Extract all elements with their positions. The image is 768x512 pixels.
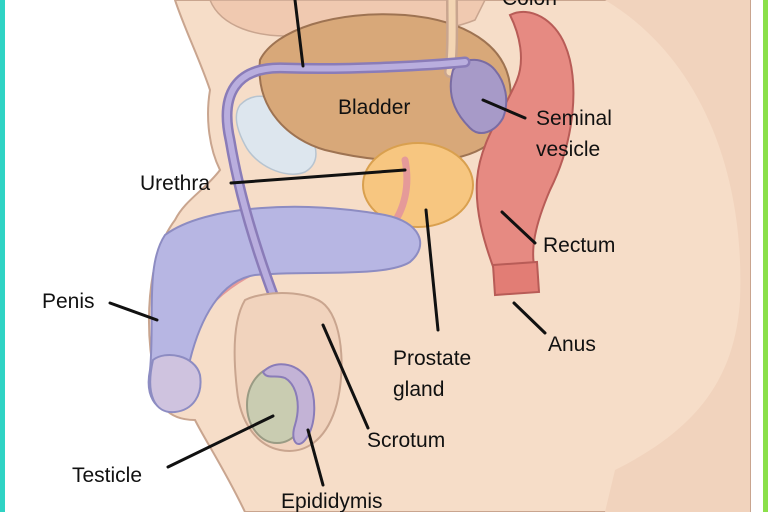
leader-testicle bbox=[166, 414, 275, 469]
label-bladder: Bladder bbox=[338, 96, 410, 119]
buttock-region bbox=[605, 0, 750, 512]
glans bbox=[149, 354, 202, 414]
leader-anus bbox=[512, 301, 547, 335]
label-prostate: Prostate bbox=[393, 347, 471, 370]
label-epididymis: Epididymis bbox=[281, 490, 383, 512]
leader-urethra bbox=[229, 168, 407, 185]
penis-shaft bbox=[147, 205, 422, 412]
epididymis bbox=[261, 363, 316, 445]
leader-seminal-vesicle bbox=[481, 98, 527, 120]
label-vesicle: vesicle bbox=[536, 138, 600, 161]
label-colon: Colon bbox=[502, 0, 557, 10]
leader-scrotum bbox=[321, 323, 370, 430]
label-rectum: Rectum bbox=[543, 234, 615, 257]
label-gland: gland bbox=[393, 378, 444, 401]
leader-rectum bbox=[500, 210, 537, 245]
label-testicle: Testicle bbox=[72, 464, 142, 487]
prostate-gland bbox=[362, 142, 474, 228]
leader-prostate bbox=[424, 208, 440, 332]
label-urethra: Urethra bbox=[140, 172, 210, 195]
male-reproductive-anatomy-diagram: Colon Bladder Seminal vesicle Urethra Re… bbox=[42, 0, 751, 512]
leader-epididymis bbox=[306, 428, 325, 487]
label-scrotum: Scrotum bbox=[367, 429, 445, 452]
leader-penis bbox=[108, 301, 159, 322]
label-anus: Anus bbox=[548, 333, 596, 356]
label-penis: Penis bbox=[42, 290, 95, 313]
anal-canal bbox=[491, 260, 541, 297]
leader-colon bbox=[293, 0, 305, 68]
seminal-vesicle bbox=[449, 58, 508, 134]
label-seminal: Seminal bbox=[536, 107, 612, 130]
